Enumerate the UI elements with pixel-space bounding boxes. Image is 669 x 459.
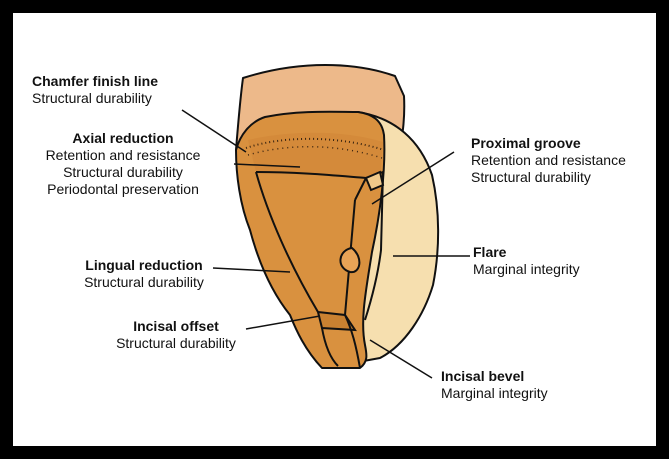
label-incisal-bevel: Incisal bevel Marginal integrity — [441, 368, 548, 402]
label-line: Structural durability — [471, 169, 626, 186]
label-incisal-offset: Incisal offset Structural durability — [102, 318, 250, 352]
label-line: Retention and resistance — [471, 152, 626, 169]
label-line: Marginal integrity — [473, 261, 580, 278]
label-flare: Flare Marginal integrity — [473, 244, 580, 278]
label-title: Incisal offset — [102, 318, 250, 335]
label-proximal-groove: Proximal groove Retention and resistance… — [471, 135, 626, 186]
label-line: Periodontal preservation — [18, 181, 228, 198]
flare — [340, 248, 359, 272]
label-title: Axial reduction — [18, 130, 228, 147]
label-axial-reduction: Axial reduction Retention and resistance… — [18, 130, 228, 198]
label-chamfer-finish-line: Chamfer finish line Structural durabilit… — [32, 73, 158, 107]
label-title: Lingual reduction — [70, 257, 218, 274]
label-title: Chamfer finish line — [32, 73, 158, 90]
label-line: Structural durability — [70, 274, 218, 291]
label-line: Structural durability — [18, 164, 228, 181]
label-line: Structural durability — [32, 90, 158, 107]
label-line: Marginal integrity — [441, 385, 548, 402]
label-title: Proximal groove — [471, 135, 626, 152]
label-lingual-reduction: Lingual reduction Structural durability — [70, 257, 218, 291]
label-line: Retention and resistance — [18, 147, 228, 164]
label-line: Structural durability — [102, 335, 250, 352]
label-title: Flare — [473, 244, 580, 261]
label-title: Incisal bevel — [441, 368, 548, 385]
